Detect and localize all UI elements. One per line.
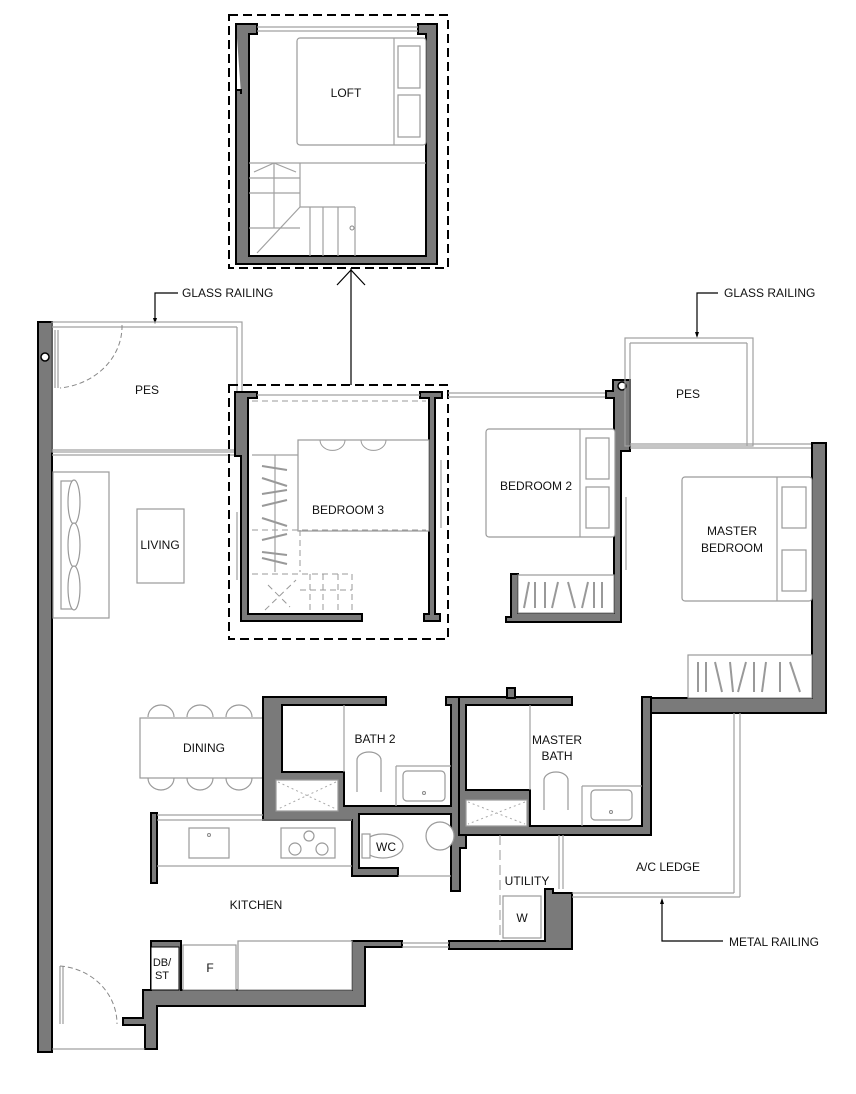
room-label-master-bath-2: BATH bbox=[541, 749, 572, 763]
room-label-utility: UTILITY bbox=[505, 874, 550, 888]
master-bath: MASTER BATH bbox=[446, 687, 652, 836]
annotation-glass-railing-right: GLASS RAILING bbox=[724, 286, 815, 300]
room-label-bath-2: BATH 2 bbox=[354, 732, 395, 746]
living-area: LIVING bbox=[52, 471, 185, 619]
room-label-pes-right: PES bbox=[676, 387, 700, 401]
room-label-loft: LOFT bbox=[331, 86, 362, 100]
label-db-st-1: DB/ bbox=[153, 957, 172, 969]
dining-area: DINING bbox=[139, 704, 265, 791]
entrance-door bbox=[52, 965, 145, 1050]
metal-railing-callout: METAL RAILING bbox=[660, 898, 819, 949]
label-fridge: F bbox=[206, 961, 213, 975]
pes-left: PES bbox=[51, 321, 243, 456]
room-label-bedroom-2: BEDROOM 2 bbox=[500, 479, 572, 493]
glass-railing-left-callout: GLASS RAILING bbox=[153, 286, 273, 324]
label-washer: W bbox=[516, 911, 528, 925]
room-label-master-bedroom-1: MASTER bbox=[707, 524, 757, 538]
loft-arrow bbox=[336, 268, 366, 385]
master-bedroom: MASTER BEDROOM bbox=[641, 442, 827, 829]
bath-2: BATH 2 bbox=[262, 696, 467, 892]
room-label-living: LIVING bbox=[140, 538, 179, 552]
annotation-glass-railing-left: GLASS RAILING bbox=[182, 286, 273, 300]
glass-railing-right-callout: GLASS RAILING bbox=[695, 286, 815, 338]
loft-inset: LOFT bbox=[228, 14, 449, 269]
bedroom-2: BEDROOM 2 bbox=[448, 379, 631, 623]
room-label-master-bedroom-2: BEDROOM bbox=[701, 541, 763, 555]
room-label-dining: DINING bbox=[183, 741, 225, 755]
room-label-wc: WC bbox=[376, 840, 396, 854]
annotation-metal-railing: METAL RAILING bbox=[729, 935, 819, 949]
kitchen: KITCHEN F DB/ ST bbox=[122, 812, 573, 1050]
pes-right: PES bbox=[624, 337, 812, 449]
room-label-master-bath-1: MASTER bbox=[532, 733, 582, 747]
room-label-bedroom-3: BEDROOM 3 bbox=[312, 503, 384, 517]
wall-left bbox=[37, 321, 53, 1053]
room-label-kitchen: KITCHEN bbox=[230, 898, 283, 912]
ac-ledge: A/C LEDGE bbox=[572, 713, 741, 898]
bedroom-3: BEDROOM 3 bbox=[228, 384, 449, 640]
room-label-ac-ledge: A/C LEDGE bbox=[636, 860, 700, 874]
utility: UTILITY W bbox=[499, 835, 564, 941]
label-db-st-2: ST bbox=[155, 970, 169, 982]
wc: WC bbox=[361, 821, 455, 877]
room-label-pes-left: PES bbox=[135, 383, 159, 397]
